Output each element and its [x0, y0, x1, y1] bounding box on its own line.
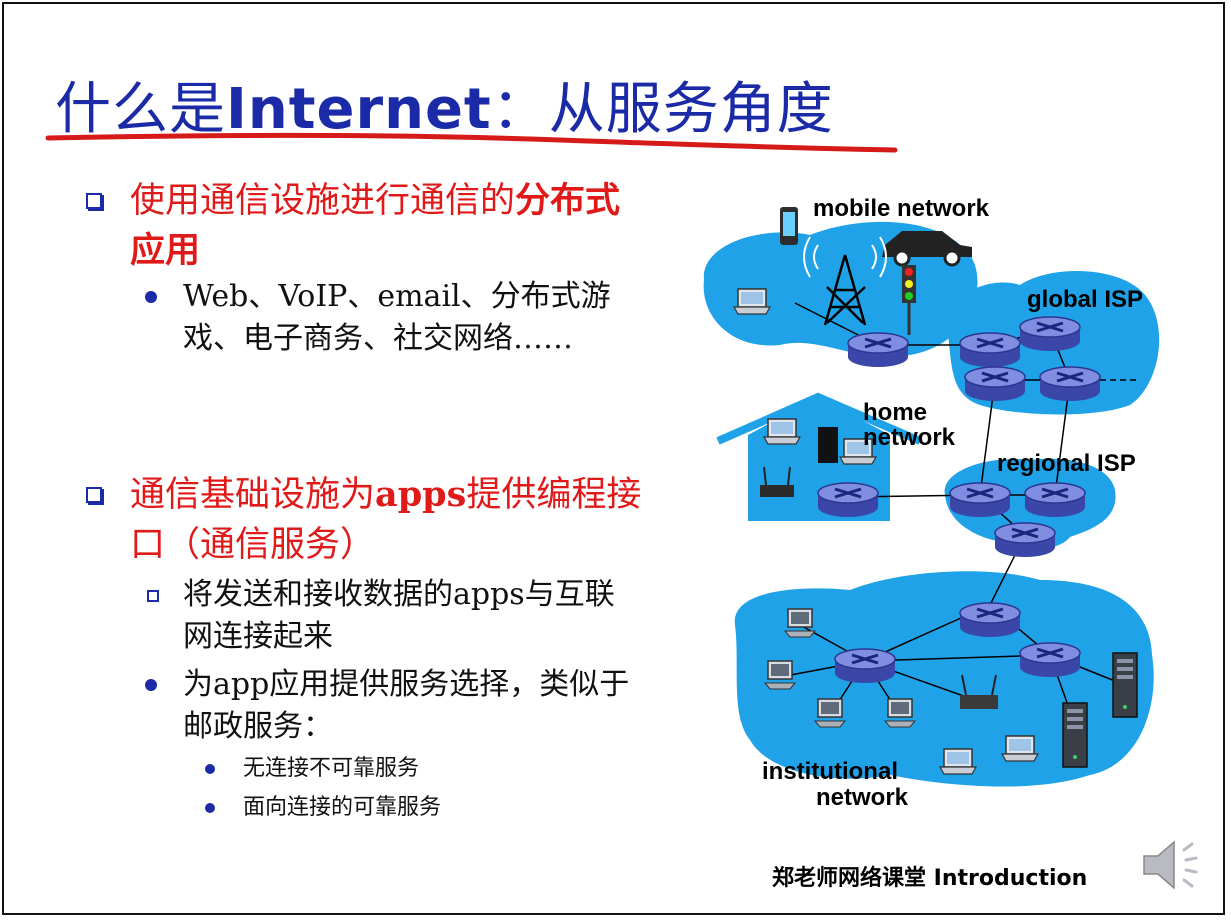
bullet-app-examples: Web、VoIP、email、分布式游戏、电子商务、社交网络…… [145, 276, 625, 406]
server-1-icon [1112, 652, 1138, 718]
bullet-distributed-apps: 使用通信设施进行通信的分布式应用 [86, 176, 646, 276]
router-institutional-3-icon [1018, 641, 1082, 679]
router-mobile-icon [846, 331, 910, 369]
router-global-2-icon [1018, 315, 1082, 353]
mobile-laptop-icon [733, 288, 771, 315]
router-institutional-2-icon [833, 647, 897, 685]
dot-bullet-icon [145, 679, 157, 691]
server-2-icon [1062, 702, 1088, 768]
institutional-pc-2-icon [764, 660, 796, 690]
router-regional-1-icon [948, 481, 1012, 519]
router-global-1-icon [958, 331, 1022, 369]
router-regional-2-icon [1023, 481, 1087, 519]
subbullet-connect-apps: 将发送和接收数据的apps与互联网连接起来 [145, 574, 625, 658]
dot-bullet-icon [205, 803, 215, 813]
car-icon [882, 231, 972, 267]
item-connectionless-service: 无连接不可靠服务 [205, 754, 625, 784]
label-mobile-network: mobile network [813, 195, 990, 222]
label-home-network-line1: home [863, 399, 927, 426]
checkbox-bullet-icon [86, 487, 102, 503]
square-bullet-icon [147, 590, 159, 602]
institutional-pc-4-icon [884, 698, 916, 728]
traffic-light-icon [902, 265, 916, 335]
internet-diagram: mobile network global ISP home network r… [703, 195, 1160, 811]
institutional-laptop-1-icon [939, 748, 977, 775]
title-underline [45, 132, 898, 153]
router-global-4-icon [1038, 365, 1102, 403]
label-home-network-line2: network [863, 424, 956, 451]
home-laptop-icon [763, 418, 801, 445]
institutional-pc-3-icon [814, 698, 846, 728]
footer-caption: 郑老师网络课堂 Introduction [772, 866, 1088, 891]
cell-tower-icon [803, 236, 887, 326]
router-global-3-icon [963, 365, 1027, 403]
slide-title: 什么是Internet：从服务角度 [55, 77, 834, 142]
item-connection-oriented-service: 面向连接的可靠服务 [205, 793, 625, 823]
institutional-laptop-2-icon [1001, 735, 1039, 762]
label-institutional-line1: institutional [762, 758, 898, 785]
label-institutional-line2: network [816, 784, 909, 811]
router-institutional-1-icon [958, 601, 1022, 639]
dot-bullet-icon [145, 291, 157, 303]
label-global-isp: global ISP [1027, 286, 1143, 313]
router-home-icon [816, 481, 880, 519]
subbullet-service-choice: 为app应用提供服务选择，类似于邮政服务： [145, 664, 629, 748]
institutional-wifi-router-icon [960, 674, 998, 709]
router-regional-3-icon [993, 521, 1057, 559]
dot-bullet-icon [205, 764, 215, 774]
label-regional-isp: regional ISP [997, 450, 1136, 477]
speaker-icon[interactable] [1140, 830, 1210, 900]
home-server-icon [818, 427, 838, 463]
institutional-network-cloud [734, 571, 1154, 787]
checkbox-bullet-icon [86, 193, 102, 209]
institutional-pc-1-icon [784, 608, 816, 638]
wifi-router-icon [760, 466, 794, 497]
bullet-programming-interface: 通信基础设施为apps提供编程接口（通信服务） [86, 470, 646, 570]
